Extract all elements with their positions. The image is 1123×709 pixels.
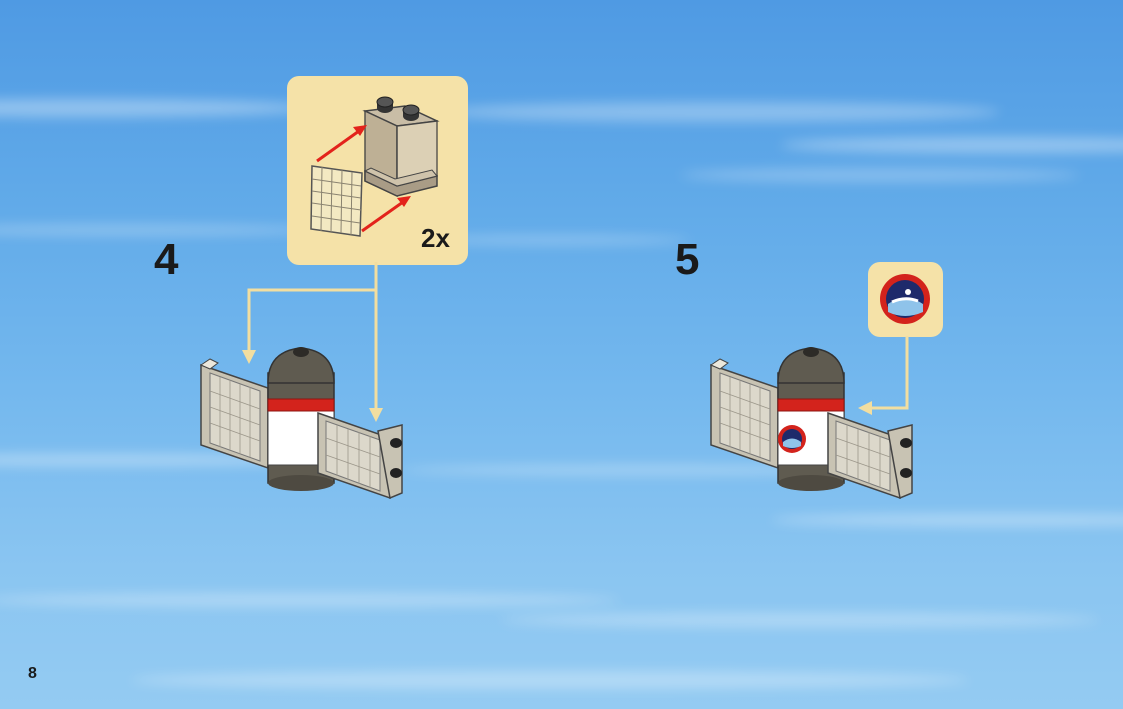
step-4-number: 4: [154, 238, 178, 282]
page-number: 8: [28, 666, 37, 682]
solar-panel-icon: [201, 359, 268, 468]
round-sticker-icon: [868, 262, 943, 337]
step-5-number: 5: [675, 238, 699, 282]
step-4-quantity: 2x: [421, 225, 450, 251]
solar-panel-icon: [711, 359, 778, 468]
satellite-icon: [708, 343, 928, 503]
solar-panel-icon: [311, 166, 362, 236]
window-frame-icon: [365, 97, 437, 196]
satellite-icon: [198, 343, 418, 503]
